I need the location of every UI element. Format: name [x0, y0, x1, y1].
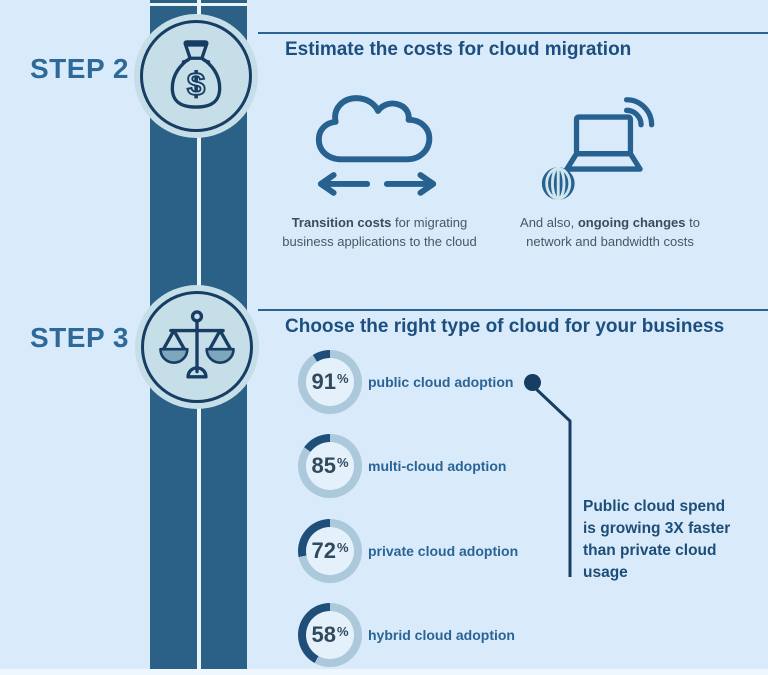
callout-text: Public cloud spend is growing 3X faster …: [583, 498, 731, 581]
step2-heading: Estimate the costs for cloud migration: [285, 39, 632, 60]
percent-sign: %: [336, 454, 349, 470]
wifi-arc-inner: [623, 107, 644, 128]
caption-suffix-text: to network and bandwidth costs: [526, 215, 700, 249]
svg-text:$: $: [187, 66, 205, 102]
donut-number: 58: [311, 622, 336, 647]
step2-circle: $: [134, 14, 258, 138]
donut-public-cloud: 91%: [298, 350, 362, 414]
donut-label-hybrid: hybrid cloud adoption: [368, 627, 515, 643]
donut-private-cloud: 72%: [298, 519, 362, 583]
donut-value: 91%: [306, 358, 354, 406]
donut-number: 72: [311, 538, 336, 563]
laptop-screen: [573, 114, 634, 157]
timeline-top-divider: [150, 3, 247, 6]
donut-number: 85: [311, 453, 336, 478]
donut-value: 85%: [306, 442, 354, 490]
step2-caption-transition: Transition costs for migrating business …: [272, 214, 487, 252]
percent-sign: %: [336, 623, 349, 639]
step3-heading: Choose the right type of cloud for your …: [285, 316, 725, 337]
step3-circle: [135, 285, 259, 409]
donut-multi-cloud: 85%: [298, 434, 362, 498]
percent-sign: %: [336, 539, 349, 555]
donut-number: 91: [311, 369, 336, 394]
percent-sign: %: [336, 370, 349, 386]
donut-hybrid-cloud: 58%: [298, 603, 362, 667]
wifi-arc-outer: [623, 97, 655, 128]
laptop-base: [564, 151, 643, 172]
cloud-transfer-icon: [315, 95, 437, 196]
step2-label: STEP 2: [30, 53, 129, 84]
scales-icon: [159, 310, 235, 379]
caption-prefix-text: And also,: [520, 215, 578, 230]
donut-value: 72%: [306, 527, 354, 575]
step2-divider-line: [258, 32, 768, 34]
globe-icon: [541, 166, 575, 201]
laptop-network-icon: [541, 97, 655, 201]
caption-bold-text: Transition costs: [291, 215, 392, 230]
money-bag-icon: $: [170, 40, 222, 109]
step2-caption-ongoing: And also, ongoing changes to network and…: [510, 214, 710, 252]
donut-value: 58%: [306, 611, 354, 659]
caption-bold-text: ongoing changes: [577, 215, 686, 230]
caption-rest-text: for migrating business applications to t…: [282, 215, 477, 249]
donut-label-public: public cloud adoption: [368, 374, 514, 390]
step3-divider-line: [258, 309, 768, 311]
step3-label: STEP 3: [30, 322, 129, 353]
callout-dot: [524, 374, 541, 391]
bottom-edge-strip: [0, 669, 768, 675]
donut-label-multi: multi-cloud adoption: [368, 458, 507, 474]
donut-label-private: private cloud adoption: [368, 543, 519, 559]
